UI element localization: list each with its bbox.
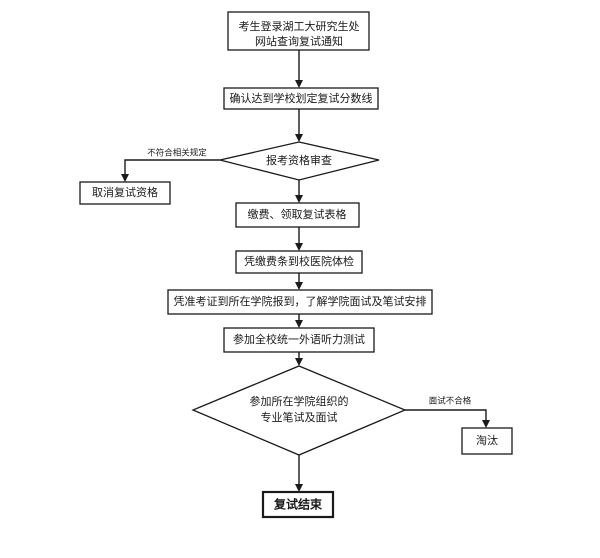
medical-label: 凭缴费条到校医院体检 — [244, 254, 354, 268]
arrowhead — [295, 358, 303, 366]
review-label: 报考资格审查 — [266, 153, 332, 167]
login-label-line2: 网站查询复试通知 — [255, 34, 343, 48]
arrowhead — [482, 420, 490, 428]
flow-edges — [121, 50, 490, 492]
node-cancel: 取消复试资格 — [79, 181, 171, 205]
pay-fee-label: 缴费、领取复试表格 — [248, 207, 347, 221]
review-diamond — [219, 141, 380, 181]
confirm-score-box — [223, 87, 379, 110]
edge-review-to-cancel — [124, 159, 220, 176]
login-label-line1: 考生登录湖工大研究生处 — [239, 19, 360, 33]
language-test-label: 参加全校统一外语听力测试 — [233, 332, 365, 346]
report-school-box — [167, 289, 433, 315]
node-eliminate: 淘汰 — [461, 427, 513, 455]
confirm-score-label: 确认达到学校划定复试分数线 — [230, 91, 373, 105]
edge-interview-to-eliminate — [405, 409, 487, 422]
node-pay-fee: 缴费、领取复试表格 — [235, 202, 360, 228]
end-box — [261, 490, 335, 519]
arrowhead — [295, 80, 303, 88]
arrowhead — [295, 484, 303, 492]
end-label: 复试结束 — [273, 497, 323, 512]
language-test-box — [223, 327, 375, 353]
arrowhead — [295, 195, 303, 203]
written-interview-diamond — [191, 365, 407, 456]
node-confirm-score: 确认达到学校划定复试分数线 — [223, 87, 379, 110]
node-login: 考生登录湖工大研究生处 网站查询复试通知 — [227, 11, 370, 51]
medical-box — [235, 250, 363, 274]
node-report-school: 凭准考证到所在学院报到，了解学院面试及笔试安排 — [167, 289, 433, 315]
login-box — [227, 11, 370, 51]
node-language-test: 参加全校统一外语听力测试 — [223, 327, 375, 353]
written-interview-line2: 专业笔试及面试 — [261, 410, 338, 424]
arrowhead — [295, 134, 303, 142]
eliminate-label: 淘汰 — [476, 433, 498, 447]
node-end: 复试结束 — [261, 490, 335, 519]
arrowhead — [295, 243, 303, 251]
report-school-label: 凭准考证到所在学院报到，了解学院面试及笔试安排 — [174, 294, 427, 308]
arrowhead — [295, 320, 303, 328]
cancel-label: 取消复试资格 — [92, 185, 158, 199]
eliminate-box — [461, 427, 513, 455]
interview-fail-label: 面试不合格 — [429, 396, 472, 407]
node-review: 报考资格审查 — [219, 141, 380, 181]
arrowhead — [295, 282, 303, 290]
node-medical: 凭缴费条到校医院体检 — [235, 250, 363, 274]
review-fail-label: 不符合相关规定 — [147, 148, 207, 159]
cancel-box — [79, 181, 171, 205]
arrowhead — [121, 174, 129, 182]
node-written-interview: 参加所在学院组织的 专业笔试及面试 — [191, 365, 407, 456]
pay-fee-box — [235, 202, 360, 228]
written-interview-line1: 参加所在学院组织的 — [250, 394, 349, 408]
